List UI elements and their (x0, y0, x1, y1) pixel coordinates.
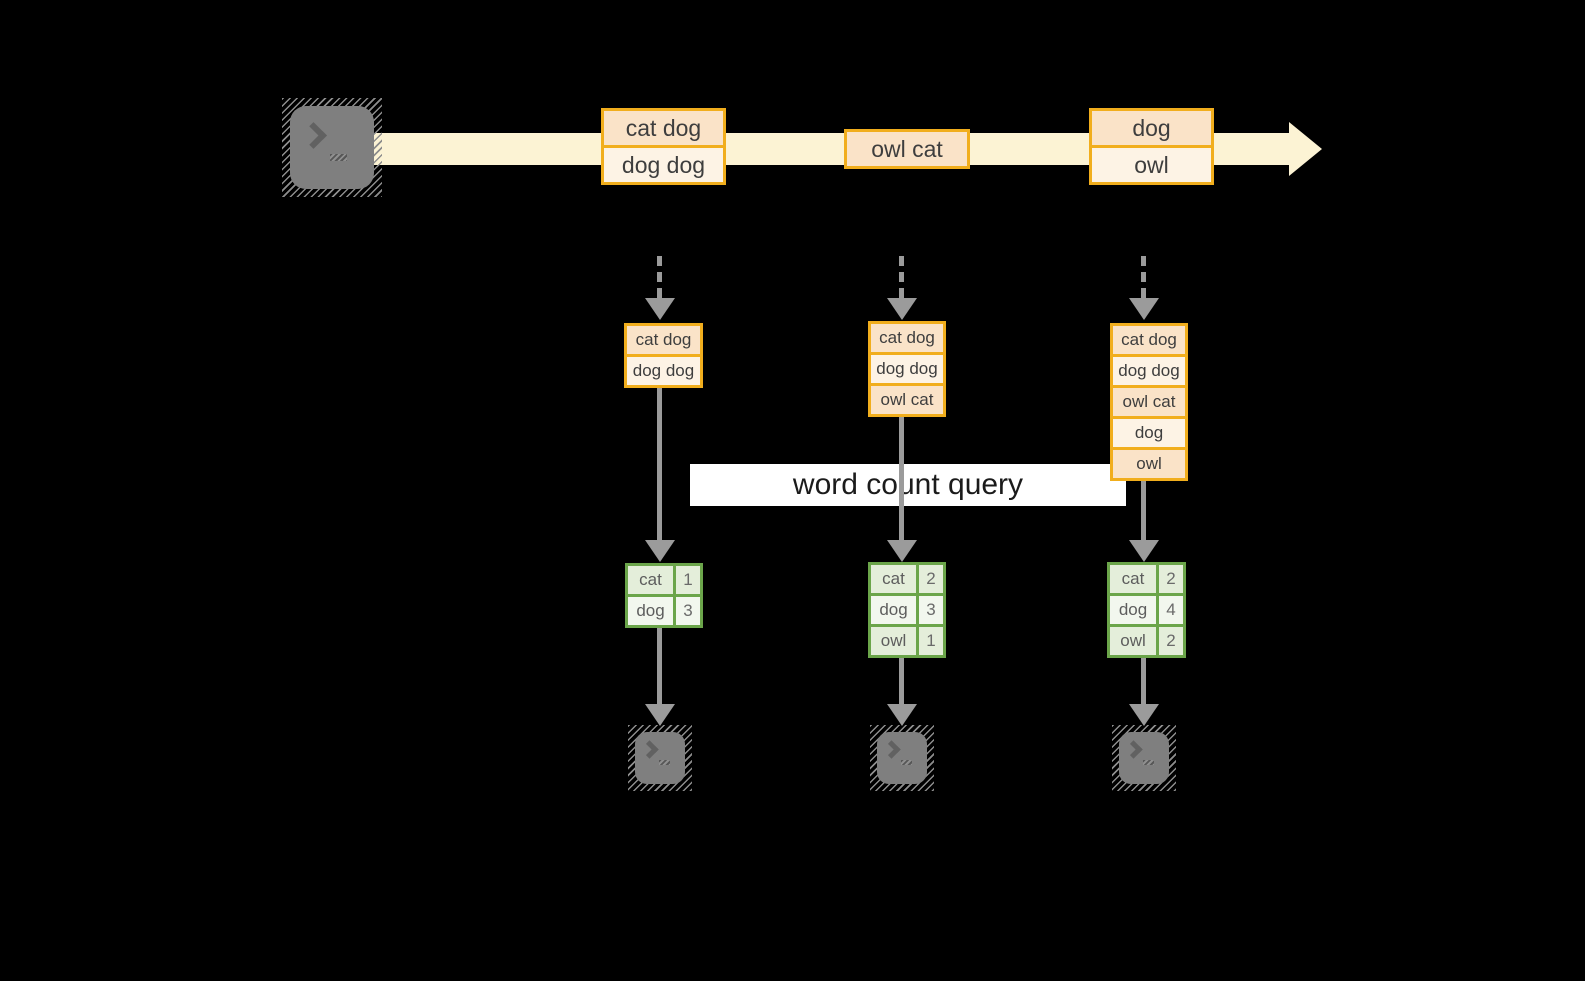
query-label: word count query (690, 464, 1126, 506)
state-box-1: cat dog dog dog (624, 323, 703, 388)
table-row: cat 2 (1110, 565, 1183, 593)
table-row: cat 1 (628, 566, 700, 594)
prompt-chevron-icon (1124, 740, 1143, 759)
arrowhead-icon (645, 540, 675, 562)
arrowhead-icon (1129, 540, 1159, 562)
terminal-screen (1119, 732, 1169, 784)
count-cell: 3 (673, 597, 700, 625)
state-record: owl cat (1113, 385, 1185, 416)
count-cell: 2 (1156, 627, 1183, 655)
table-row: owl 2 (1110, 624, 1183, 655)
arrowhead-icon (887, 540, 917, 562)
word-cell: dog (871, 596, 916, 624)
stream-record: owl (1092, 145, 1211, 182)
table-row: dog 3 (628, 594, 700, 625)
dashed-connector (899, 256, 904, 298)
dashed-connector (657, 256, 662, 298)
count-cell: 4 (1156, 596, 1183, 624)
stream-batch-3: dog owl (1089, 108, 1214, 185)
stream-record: dog dog (604, 145, 723, 182)
terminal-screen (290, 106, 374, 189)
prompt-underscore-icon (901, 760, 912, 765)
stream-batch-2: owl cat (844, 129, 970, 169)
terminal-icon (870, 725, 934, 791)
prompt-underscore-icon (1143, 760, 1154, 765)
word-cell: cat (1110, 565, 1156, 593)
state-record: owl cat (871, 383, 943, 414)
stream-record: owl cat (847, 132, 967, 166)
stream-record: dog (1092, 111, 1211, 145)
connector-line (657, 388, 662, 540)
arrowhead-icon (1129, 704, 1159, 726)
arrowhead-icon (1129, 298, 1159, 320)
state-box-3: cat dog dog dog owl cat dog owl (1110, 323, 1188, 481)
state-box-2: cat dog dog dog owl cat (868, 321, 946, 417)
connector-line (1141, 658, 1146, 704)
result-table-1: cat 1 dog 3 (625, 563, 703, 628)
stream-arrowhead-icon (1289, 122, 1322, 176)
state-record: dog (1113, 416, 1185, 447)
dashed-connector (1141, 256, 1146, 298)
prompt-chevron-icon (640, 740, 659, 759)
connector-line (899, 658, 904, 704)
terminal-screen (877, 732, 927, 784)
prompt-underscore-icon (330, 154, 347, 161)
arrowhead-icon (645, 704, 675, 726)
result-table-2: cat 2 dog 3 owl 1 (868, 562, 946, 658)
count-cell: 1 (673, 566, 700, 594)
state-record: dog dog (627, 354, 700, 385)
terminal-icon (628, 725, 692, 791)
word-cell: dog (628, 597, 673, 625)
table-row: owl 1 (871, 624, 943, 655)
arrowhead-icon (887, 704, 917, 726)
word-cell: cat (628, 566, 673, 594)
word-cell: dog (1110, 596, 1156, 624)
connector-line (899, 417, 904, 540)
arrowhead-icon (645, 298, 675, 320)
word-cell: owl (1110, 627, 1156, 655)
state-record: cat dog (1113, 326, 1185, 354)
prompt-chevron-icon (882, 740, 901, 759)
count-cell: 2 (916, 565, 943, 593)
state-record: cat dog (627, 326, 700, 354)
state-record: dog dog (871, 352, 943, 383)
count-cell: 2 (1156, 565, 1183, 593)
connector-line (1141, 481, 1146, 540)
count-cell: 1 (916, 627, 943, 655)
stream-record: cat dog (604, 111, 723, 145)
connector-line (657, 628, 662, 704)
result-table-3: cat 2 dog 4 owl 2 (1107, 562, 1186, 658)
terminal-screen (635, 732, 685, 784)
stream-batch-1: cat dog dog dog (601, 108, 726, 185)
prompt-underscore-icon (659, 760, 670, 765)
prompt-chevron-icon (300, 122, 327, 149)
state-record: owl (1113, 447, 1185, 478)
state-record: cat dog (871, 324, 943, 352)
table-row: dog 3 (871, 593, 943, 624)
state-record: dog dog (1113, 354, 1185, 385)
arrowhead-icon (887, 298, 917, 320)
table-row: cat 2 (871, 565, 943, 593)
terminal-icon (282, 98, 382, 197)
table-row: dog 4 (1110, 593, 1183, 624)
terminal-icon (1112, 725, 1176, 791)
count-cell: 3 (916, 596, 943, 624)
word-cell: owl (871, 627, 916, 655)
word-cell: cat (871, 565, 916, 593)
